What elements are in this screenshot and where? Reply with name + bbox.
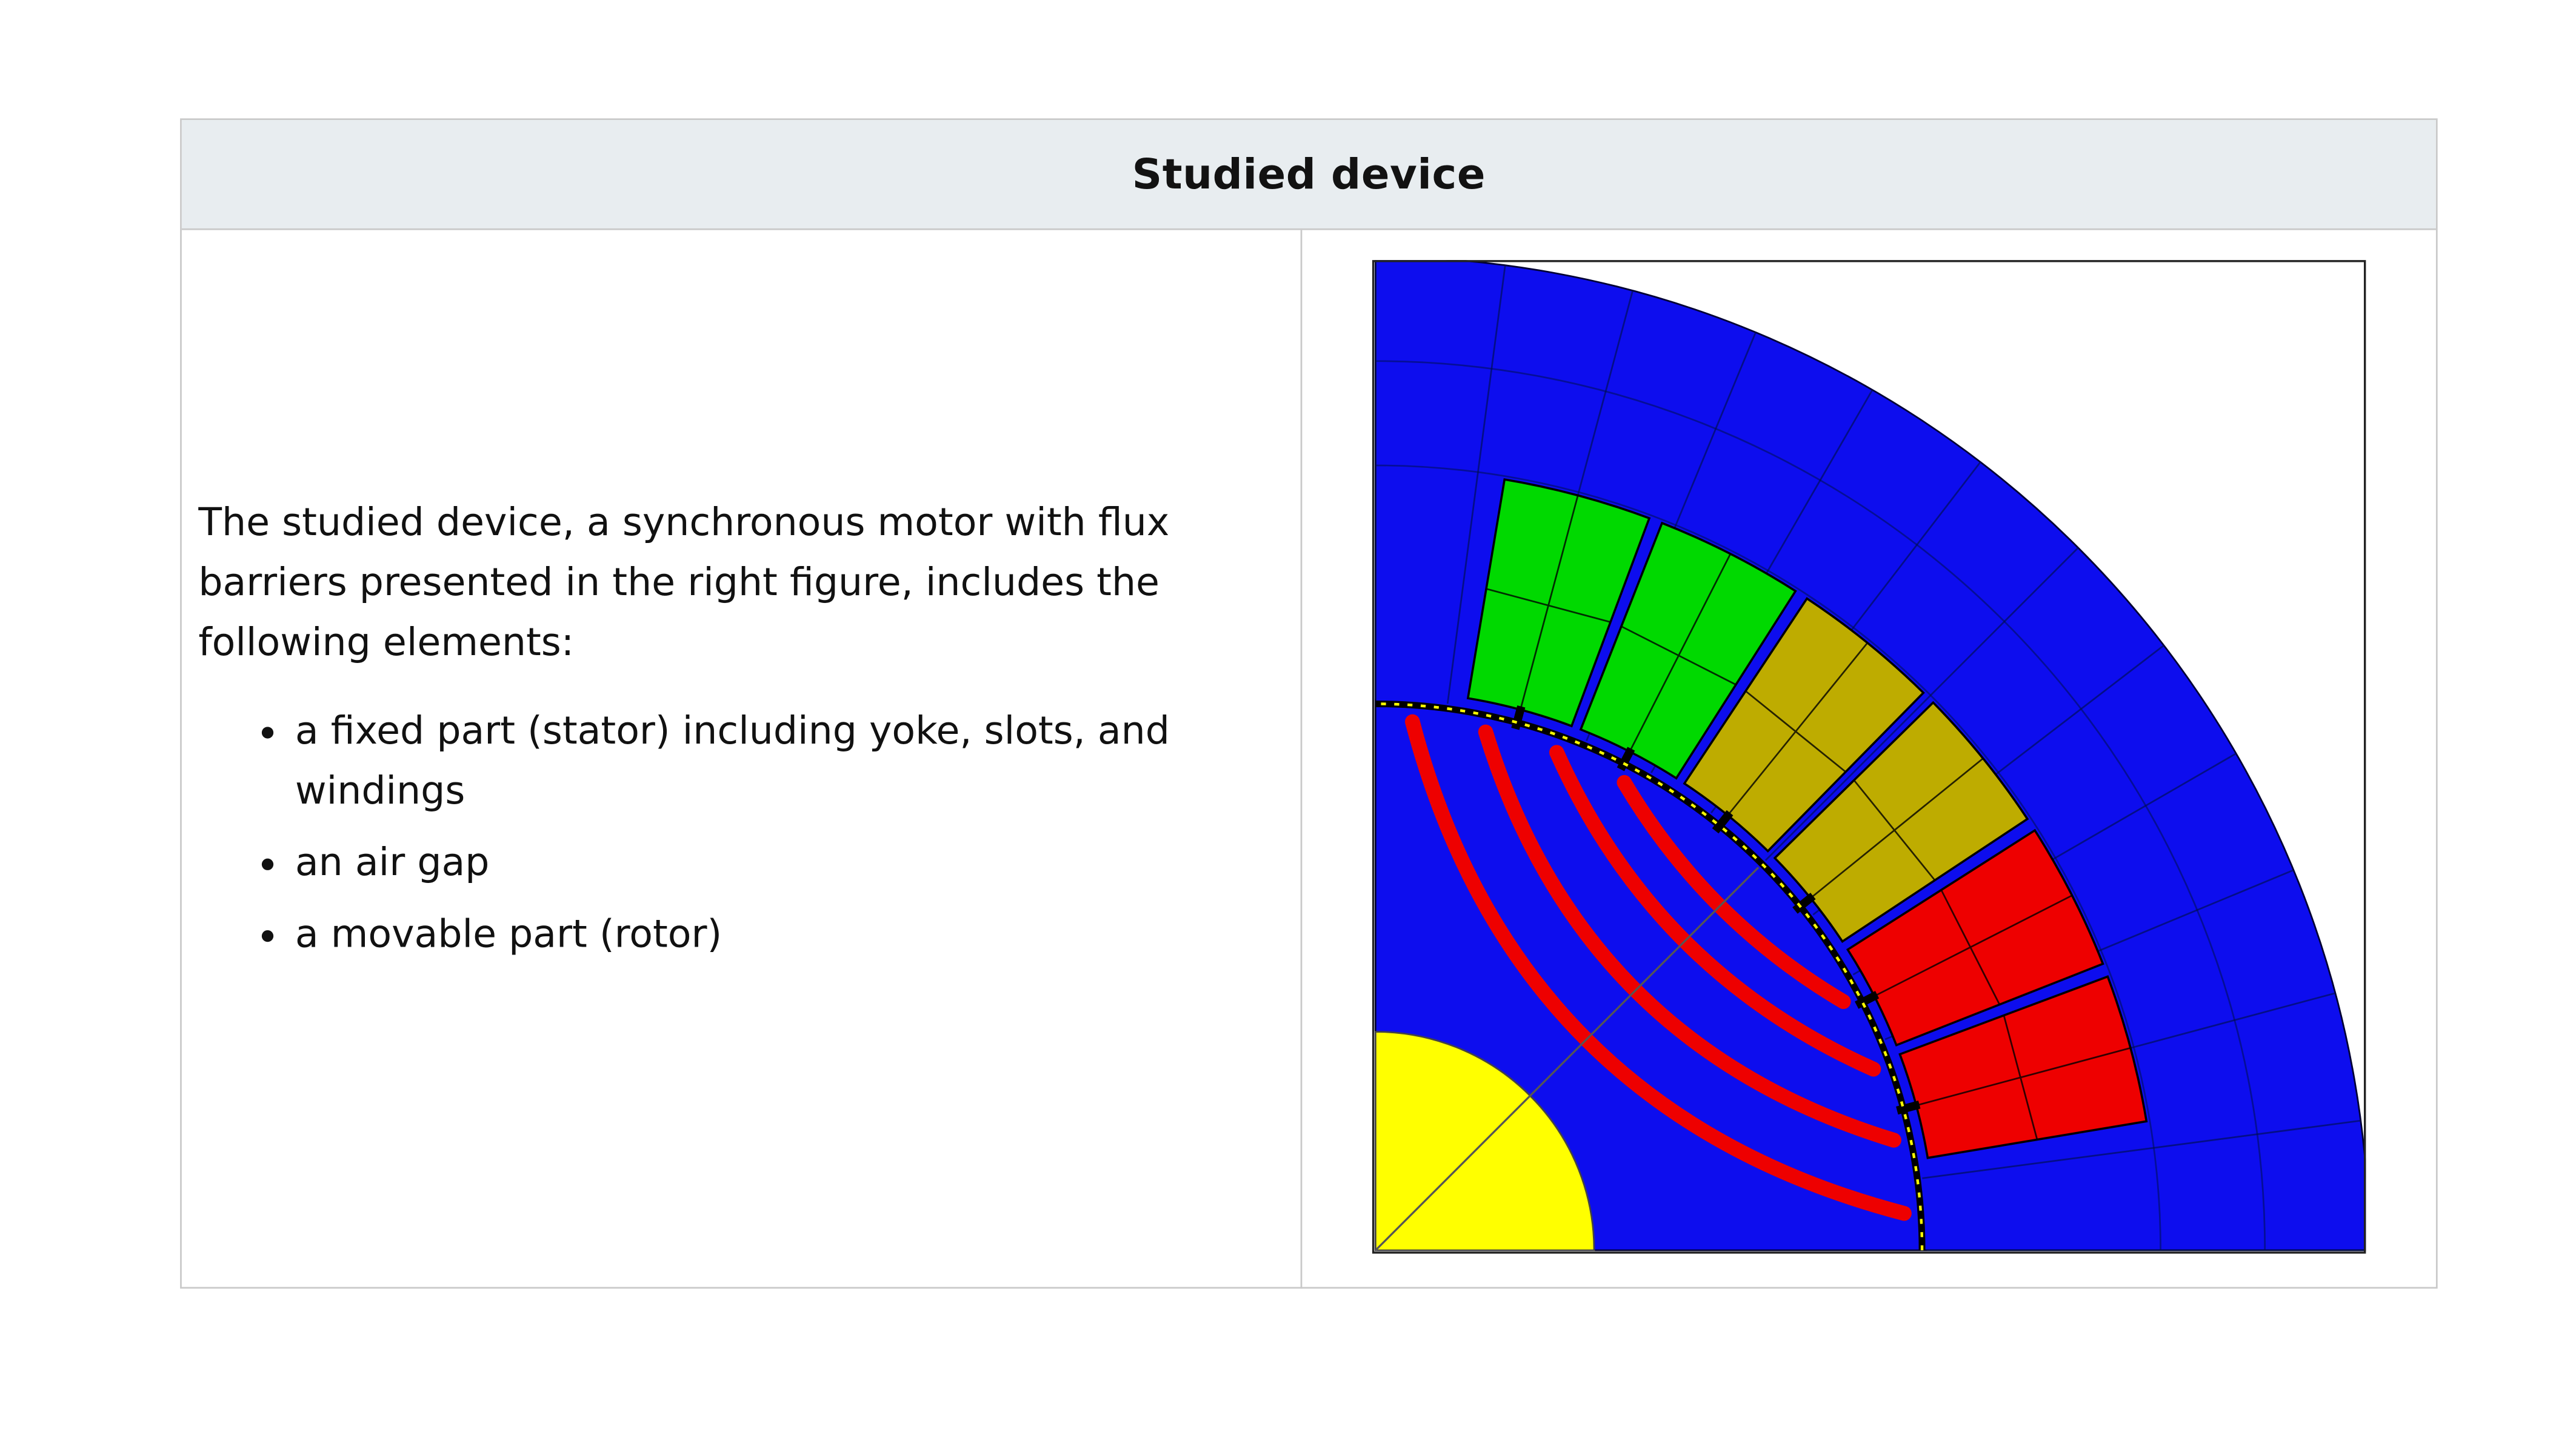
table-header: Studied device — [181, 120, 2436, 230]
winding-slot-5 — [1846, 828, 2104, 1047]
description-paragraph: The studied device, a synchronous motor … — [198, 501, 1170, 665]
list-item-rotor: a movable part (rotor) — [295, 904, 1277, 964]
diagonal-axis-line — [1375, 867, 1760, 1251]
motor-cross-section-figure — [1372, 260, 2366, 1254]
description-cell: The studied device, a synchronous motor … — [182, 230, 1303, 1289]
slot-mesh-lines — [1486, 495, 2131, 1140]
slot-opening-marks — [1511, 705, 1921, 1115]
list-item-stator: a fixed part (stator) including yoke, sl… — [295, 701, 1277, 821]
winding-slot-2 — [1579, 521, 1797, 780]
page-title: Studied device — [1132, 150, 1486, 199]
studied-device-table: Studied device The studied device, a syn… — [180, 118, 2438, 1289]
table-body: The studied device, a synchronous motor … — [182, 230, 2436, 1289]
air-gap-dots — [1375, 702, 1924, 1251]
list-item-airgap: an air gap — [295, 833, 1277, 893]
winding-slot-1 — [1466, 478, 1651, 728]
elements-list: a fixed part (stator) including yoke, sl… — [198, 689, 1277, 976]
winding-slot-4 — [1773, 701, 2029, 943]
figure-cell — [1302, 230, 2436, 1289]
figure-frame — [1372, 260, 2366, 1254]
